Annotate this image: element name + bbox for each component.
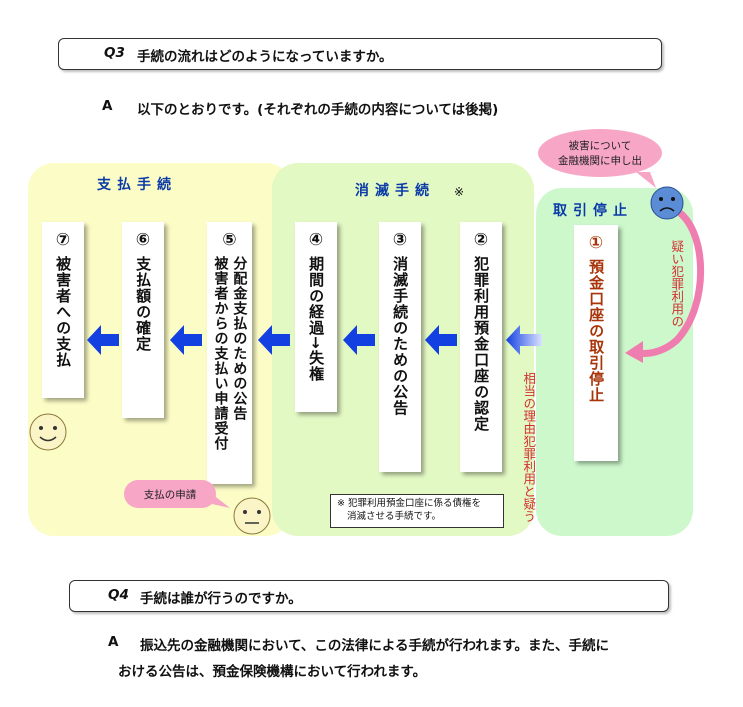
step-1-number: ① [588, 233, 604, 253]
suspicion-note: 犯罪利用の 疑い [668, 240, 684, 328]
victim-bubble-line1: 被害について [568, 140, 632, 152]
step-5-line2: 被害者からの支払い申請受付 [212, 256, 229, 451]
a3-answer: 以下のとおりです。(それぞれの手続の内容については後掲) [137, 102, 499, 118]
arrow-4-to-5 [258, 325, 290, 355]
victim-bubble-line2: 金融機関に申し出 [558, 155, 642, 167]
payment-request-bubble: 支払の申請 [124, 480, 216, 508]
step-1-card: ① 預金口座の取引停止 [574, 225, 618, 461]
arrow-2-to-3 [425, 325, 457, 355]
step-7-label: 被害者への支払 [54, 256, 73, 368]
step-4-number: ④ [308, 230, 324, 250]
arrow-6-to-7 [87, 325, 119, 355]
q3-question: 手続の流れはどのようになっていますか。 [137, 49, 393, 65]
q3-label: Q3 [104, 45, 125, 61]
reason-line2: 相当の理由 [521, 372, 537, 435]
neutral-face-icon [233, 497, 271, 535]
payment-zone-title: 支払手続 [97, 177, 177, 193]
step-3-number: ③ [392, 230, 408, 250]
suspicion-line1: 犯罪利用の [669, 265, 685, 328]
step-5-line1: 分配金支払のための公告 [231, 256, 248, 421]
arrow-5-to-6 [170, 325, 202, 355]
step-2-number: ② [473, 230, 489, 250]
step-6-label: 支払額の確定 [134, 256, 153, 352]
q4-box: Q4 手続は誰が行うのですか。 [69, 580, 669, 612]
curved-report-arrow [625, 210, 705, 363]
footnote-line1: ※ 犯罪利用預金口座に係る債権を [337, 498, 481, 509]
step-2-label: 犯罪利用預金口座の認定 [472, 256, 491, 432]
step-5-card: ⑤ 分配金支払のための公告 被害者からの支払い申請受付 [207, 222, 252, 484]
happy-face-icon [29, 413, 67, 451]
extinction-zone-title: 消滅手続 [355, 183, 435, 199]
footnote-line2: 消滅させる手続です。 [347, 510, 442, 522]
a4-line1: 振込先の金融機関において、この法律による手続が行われます。また、手続に [140, 638, 609, 654]
arrow-1-to-2 [506, 325, 542, 355]
step-1-label: 預金口座の取引停止 [587, 259, 606, 403]
payment-bubble-tail [212, 494, 230, 508]
victim-bubble-tail [636, 172, 656, 188]
a3-label: A [102, 98, 113, 114]
step-4-label: 期間の経過→失権 [307, 256, 326, 382]
q4-question: 手続は誰が行うのですか。 [140, 591, 302, 607]
step-3-card: ③ 消滅手続のための公告 [379, 222, 421, 472]
suspension-zone-title: 取引停止 [553, 203, 633, 219]
q4-label: Q4 [108, 587, 129, 603]
victim-report-bubble: 被害について 金融機関に申し出 [538, 129, 662, 177]
step-7-card: ⑦ 被害者への支払 [42, 222, 84, 398]
reason-line1: 犯罪利用と疑う [521, 434, 537, 523]
step-4-card: ④ 期間の経過→失権 [295, 222, 337, 412]
a4-label: A [108, 634, 119, 650]
extinction-footnote: ※ 犯罪利用預金口座に係る債権を 消滅させる手続です。 [330, 494, 504, 528]
payment-request-text: 支払の申請 [143, 488, 197, 501]
sad-face-icon [650, 186, 684, 220]
reason-note: 犯罪利用と疑う 相当の理由 [520, 372, 536, 522]
step-6-number: ⑥ [135, 230, 151, 250]
suspicion-line2: 疑い [669, 240, 685, 265]
extinction-zone-mark: ※ [454, 185, 465, 199]
step-7-number: ⑦ [55, 230, 71, 250]
step-3-label: 消滅手続のための公告 [391, 256, 410, 416]
step-2-card: ② 犯罪利用預金口座の認定 [460, 222, 502, 472]
step-6-card: ⑥ 支払額の確定 [122, 222, 164, 418]
q3-box: Q3 手続の流れはどのようになっていますか。 [58, 38, 662, 70]
a4-line2: おける公告は、預金保険機構において行われます。 [118, 664, 427, 680]
step-5-number: ⑤ [222, 230, 237, 250]
arrow-3-to-4 [343, 325, 375, 355]
